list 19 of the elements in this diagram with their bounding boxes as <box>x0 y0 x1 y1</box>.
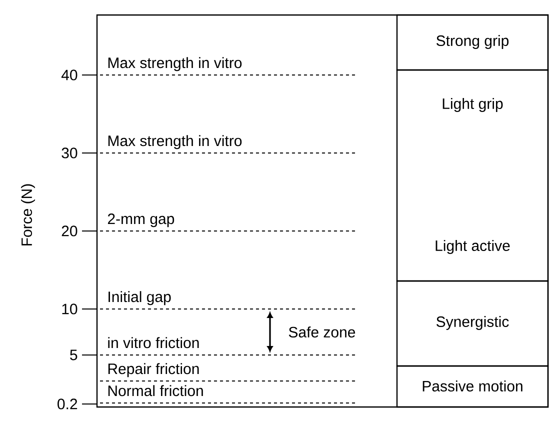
line-label: Max strength in vitro <box>108 57 242 72</box>
line-label: in vitro friction <box>108 337 199 348</box>
line-label: Repair friction <box>108 363 199 378</box>
line-label: Normal friction <box>108 385 203 396</box>
tick-label: 40 <box>61 70 78 80</box>
tick-label: 20 <box>62 226 78 236</box>
line-label: 2-mm gap <box>108 214 174 228</box>
stage-box: Strong grip <box>396 14 549 71</box>
line-label: Max strength in vitro <box>108 135 242 150</box>
tick-label: 10 <box>62 304 78 314</box>
tick-label: 30 <box>62 148 78 158</box>
line-label: Initial gap <box>108 291 171 306</box>
stage-box: Passive motion <box>396 365 549 408</box>
stage-box: Light grip Light active <box>396 69 549 282</box>
stage-box: Synergistic <box>396 280 549 367</box>
axis-title: Force (N) <box>21 184 35 246</box>
tick-label: 5 <box>70 350 78 360</box>
zone-label: Safe zone <box>288 326 356 338</box>
tick-label: 0.2 <box>58 398 78 410</box>
